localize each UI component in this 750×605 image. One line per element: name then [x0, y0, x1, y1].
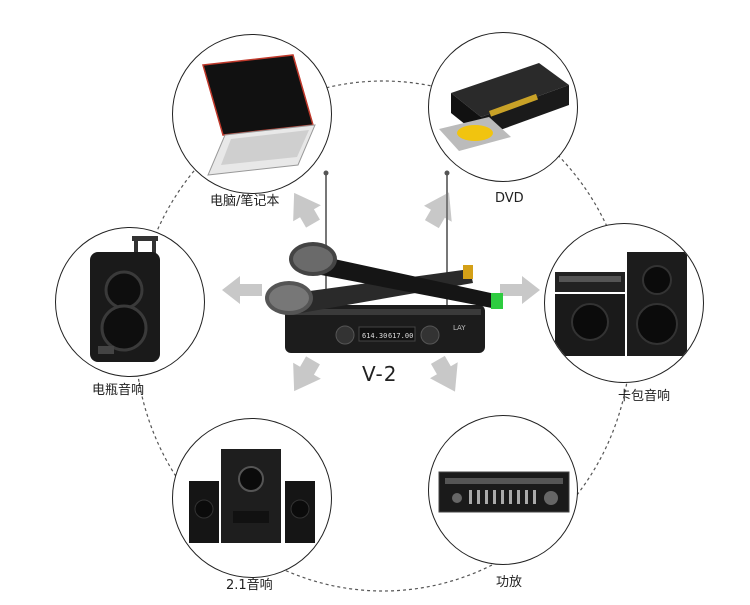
device-circle-trolley-speaker — [55, 227, 205, 377]
device-circle-amplifier — [428, 415, 578, 565]
device-label-laptop: 电脑/笔记本 — [210, 194, 280, 209]
microphone-front — [289, 242, 503, 309]
amplifier-icon — [438, 471, 570, 513]
device-circle-subwoofer — [172, 418, 332, 578]
arrow-up-right-icon — [424, 192, 452, 229]
display-left-readout: 614.30 — [362, 332, 387, 340]
laptop-icon — [202, 54, 316, 176]
device-label-amplifier: 功放 — [496, 575, 523, 590]
display-right-readout: 617.00 — [388, 332, 413, 340]
device-label-trolley-speaker: 电瓶音响 — [92, 383, 145, 398]
arrow-group — [222, 192, 540, 392]
brand-mark: LAY — [453, 324, 466, 332]
device-label-ktv-speaker: 卡包音响 — [618, 389, 671, 404]
trolley-speaker-icon — [90, 236, 160, 362]
device-label-subwoofer: 2.1音响 — [226, 578, 273, 593]
model-label: V-2 — [362, 362, 398, 386]
arrow-right-icon — [500, 276, 540, 304]
device-circle-ktv-speaker — [544, 223, 704, 383]
subwoofer-speaker-icon — [189, 449, 315, 543]
wireless-mic-system-image: 614.30 617.00 LAY — [265, 170, 503, 353]
device-label-dvd: DVD — [495, 191, 524, 206]
dvd-player-icon — [439, 63, 569, 151]
device-circle-dvd — [428, 32, 578, 182]
arrow-left-icon — [222, 276, 262, 304]
arrow-up-left-icon — [293, 192, 321, 228]
arrow-down-right-icon — [430, 355, 458, 392]
device-circle-laptop — [172, 34, 332, 194]
arrow-down-left-icon — [293, 356, 321, 392]
ktv-speaker-icon — [555, 252, 687, 356]
